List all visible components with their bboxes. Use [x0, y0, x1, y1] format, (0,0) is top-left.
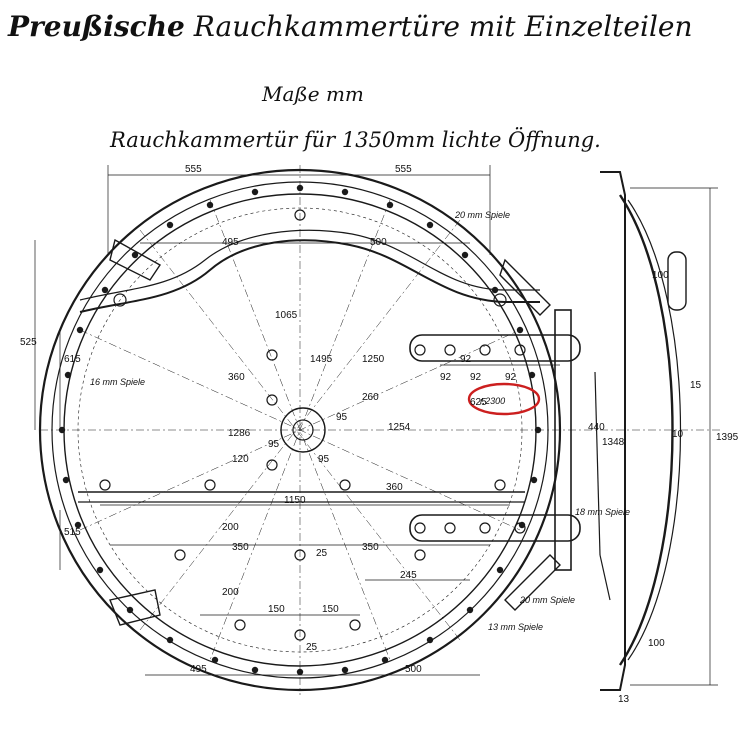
- dim-side-1348: 1348: [602, 437, 625, 448]
- drawing-subtitle: Rauchkammertür für 1350mm lichte Öffnung…: [110, 128, 601, 152]
- note-r2300: r.2300: [480, 396, 505, 406]
- note-spiel-16: 16 mm Spiele: [90, 377, 145, 387]
- dim-side-15: 15: [690, 380, 702, 391]
- dim-top-right: 555: [395, 164, 412, 175]
- dim-150b: 150: [322, 604, 339, 615]
- dim-350b: 350: [362, 542, 379, 553]
- dim-side-13: 13: [618, 694, 630, 705]
- dim-bottom-right: 500: [405, 664, 422, 675]
- dim-bottom-left: 495: [190, 664, 207, 675]
- upper-stiffener: [79, 239, 540, 313]
- note-spiel-20-top: 20 mm Spiele: [454, 210, 510, 220]
- dimension-labels: 555 555 495 500 1065 1495 1250 360 260 1…: [20, 164, 739, 705]
- side-handle: [667, 251, 687, 311]
- interior-holes: [99, 209, 526, 641]
- dim-side-100b: 100: [648, 638, 665, 649]
- dim-1495: 1495: [310, 354, 333, 365]
- dim-side-440: 440: [588, 422, 605, 433]
- note-spiel-18: 18 mm Spiele: [575, 507, 630, 517]
- dim-200b: 200: [222, 587, 239, 598]
- hinge-pin: [554, 309, 572, 571]
- dim-200a: 200: [222, 522, 239, 533]
- drawing-title: Preußische Rauchkammertüre mit Einzeltei…: [8, 10, 693, 43]
- door-front-view: [34, 165, 600, 695]
- dim-side-1395: 1395: [716, 432, 739, 443]
- dim-1250: 1250: [362, 354, 385, 365]
- dim-1150: 1150: [284, 495, 306, 506]
- dim-left-525: 525: [20, 337, 37, 348]
- dim-1254: 1254: [388, 422, 411, 433]
- dim-360-right: 360: [386, 482, 403, 493]
- side-frame-left: [600, 171, 626, 691]
- title-main: Rauchkammertüre mit Einzelteilen: [193, 10, 693, 43]
- dim-350a: 350: [232, 542, 249, 553]
- units-label: Maße mm: [262, 82, 364, 106]
- dim-360: 360: [228, 372, 245, 383]
- dim-25b: 25: [306, 642, 318, 653]
- dim-side-10: 10: [672, 429, 684, 440]
- upper-hinge-strap: [409, 334, 581, 362]
- side-latch-bar: [594, 371, 601, 556]
- dim-top-left: 555: [185, 164, 202, 175]
- dim-120: 120: [232, 454, 249, 465]
- dim-150a: 150: [268, 604, 285, 615]
- dim-1286: 1286: [228, 428, 251, 439]
- dim-95b: 95: [268, 439, 280, 450]
- dim-25a: 25: [316, 548, 328, 559]
- dim-left-615: 615: [64, 354, 81, 365]
- dim-92b: 92: [440, 372, 452, 383]
- dim-92a: 92: [460, 354, 472, 365]
- dim-260: 260: [362, 392, 379, 403]
- side-door-bulge: [619, 194, 674, 666]
- annotation-notes: 20 mm Spiele 16 mm Spiele 18 mm Spiele 2…: [90, 210, 630, 632]
- note-spiel-13: 13 mm Spiele: [488, 622, 543, 632]
- dim-side-100: 100: [652, 270, 669, 281]
- latch-fittings: [109, 238, 561, 626]
- dim-92d: 92: [505, 372, 517, 383]
- dimension-lines: [34, 165, 560, 676]
- lower-hinge-strap: [409, 514, 581, 542]
- upper-stiffener-edge: [79, 229, 540, 301]
- title-prussian: Preußische: [8, 10, 185, 43]
- dim-upper-left: 495: [222, 237, 239, 248]
- dim-95a: 95: [336, 412, 348, 423]
- center-lines: [40, 165, 600, 695]
- note-spiel-20-bottom: 20 mm Spiele: [519, 595, 575, 605]
- door-side-view: [594, 171, 720, 691]
- dim-95c: 95: [318, 454, 330, 465]
- dim-upper-right: 500: [370, 237, 387, 248]
- dim-bar: 1065: [275, 310, 298, 321]
- rim-bolts: [58, 184, 542, 676]
- dim-92c: 92: [470, 372, 482, 383]
- highlight-circle: [467, 382, 541, 416]
- dim-left-515: 515: [64, 527, 81, 538]
- dim-245: 245: [400, 570, 417, 581]
- side-latch-bar-lower: [599, 554, 611, 601]
- dim-625: 625: [470, 397, 487, 408]
